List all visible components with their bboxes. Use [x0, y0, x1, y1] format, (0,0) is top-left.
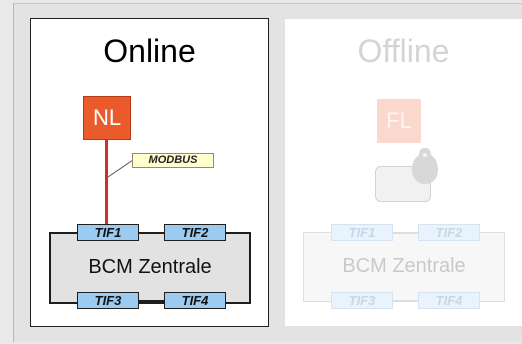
tif2: TIF2 [164, 224, 226, 241]
bcm-central-label: BCM Zentrale [88, 256, 212, 278]
tag-icon [412, 148, 438, 184]
offline-panel: Offline FL BCM Zentrale TIF1 TIF2 TIF3 T… [284, 18, 522, 327]
node-nl-label: NL [92, 105, 122, 130]
node-fl: FL [377, 99, 421, 143]
online-title: Online [103, 33, 196, 69]
tif1-offline: TIF1 [331, 224, 393, 241]
modbus-callout-line [107, 159, 134, 178]
bcm-central-offline: BCM Zentrale [303, 232, 505, 302]
tif4: TIF4 [164, 292, 226, 309]
tif4-offline: TIF4 [418, 292, 480, 309]
node-fl-label: FL [386, 108, 412, 133]
offline-title: Offline [357, 33, 450, 69]
modbus-label: MODBUS [132, 153, 214, 168]
tif-connector-bottom-offline [393, 300, 419, 302]
tif-connector-top-offline [393, 232, 419, 234]
online-panel: Online NL MODBUS BCM Zentrale TIF1 TIF2 … [30, 18, 269, 327]
tif1: TIF1 [77, 224, 139, 241]
bcm-central-offline-label: BCM Zentrale [342, 255, 466, 277]
tif3-offline: TIF3 [331, 292, 393, 309]
tif-connector-bottom [139, 300, 165, 302]
tif2-offline: TIF2 [418, 224, 480, 241]
node-nl: NL [83, 96, 131, 140]
tif3: TIF3 [77, 292, 139, 309]
modbus-line [105, 139, 108, 232]
tif-connector-top [139, 232, 165, 234]
